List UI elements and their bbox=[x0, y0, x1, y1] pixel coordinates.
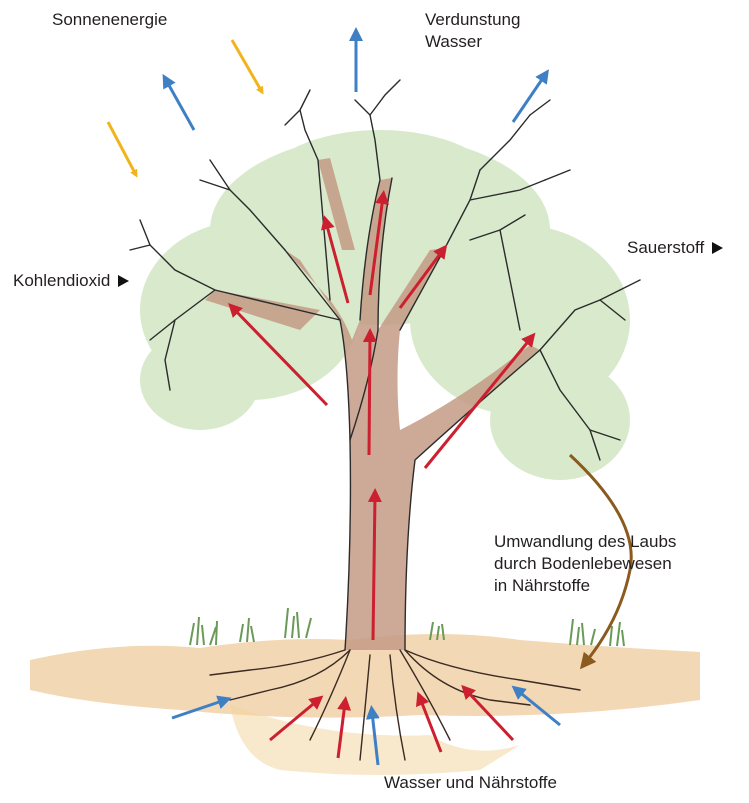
sap-arrow bbox=[369, 335, 370, 455]
leaf-conversion-line3: in Nährstoffe bbox=[494, 575, 676, 597]
sun-arrow bbox=[108, 122, 136, 175]
leaf-conversion-label: Umwandlung des Laubs durch Bodenlebewese… bbox=[494, 531, 676, 597]
evaporation-label-line2: Wasser bbox=[425, 31, 520, 53]
water-nutrients-label: Wasser und Nährstoffe bbox=[384, 772, 557, 794]
triangle-right-icon bbox=[712, 242, 723, 254]
triangle-right-icon bbox=[118, 275, 129, 287]
sun-energy-label: Sonnenenergie bbox=[52, 9, 167, 31]
oxygen-label: Sauerstoff bbox=[627, 237, 723, 259]
evaporation-arrow bbox=[513, 75, 545, 122]
evaporation-label: Verdunstung Wasser bbox=[425, 9, 520, 53]
evaporation-arrow bbox=[166, 80, 194, 130]
sap-arrow bbox=[373, 495, 375, 640]
evaporation-label-line1: Verdunstung bbox=[425, 9, 520, 31]
leaf-conversion-line2: durch Bodenlebewesen bbox=[494, 553, 676, 575]
sun-energy-arrows bbox=[108, 40, 262, 175]
leaf-conversion-line1: Umwandlung des Laubs bbox=[494, 531, 676, 553]
co2-label: Kohlendioxid bbox=[13, 270, 129, 292]
sun-arrow bbox=[232, 40, 262, 92]
